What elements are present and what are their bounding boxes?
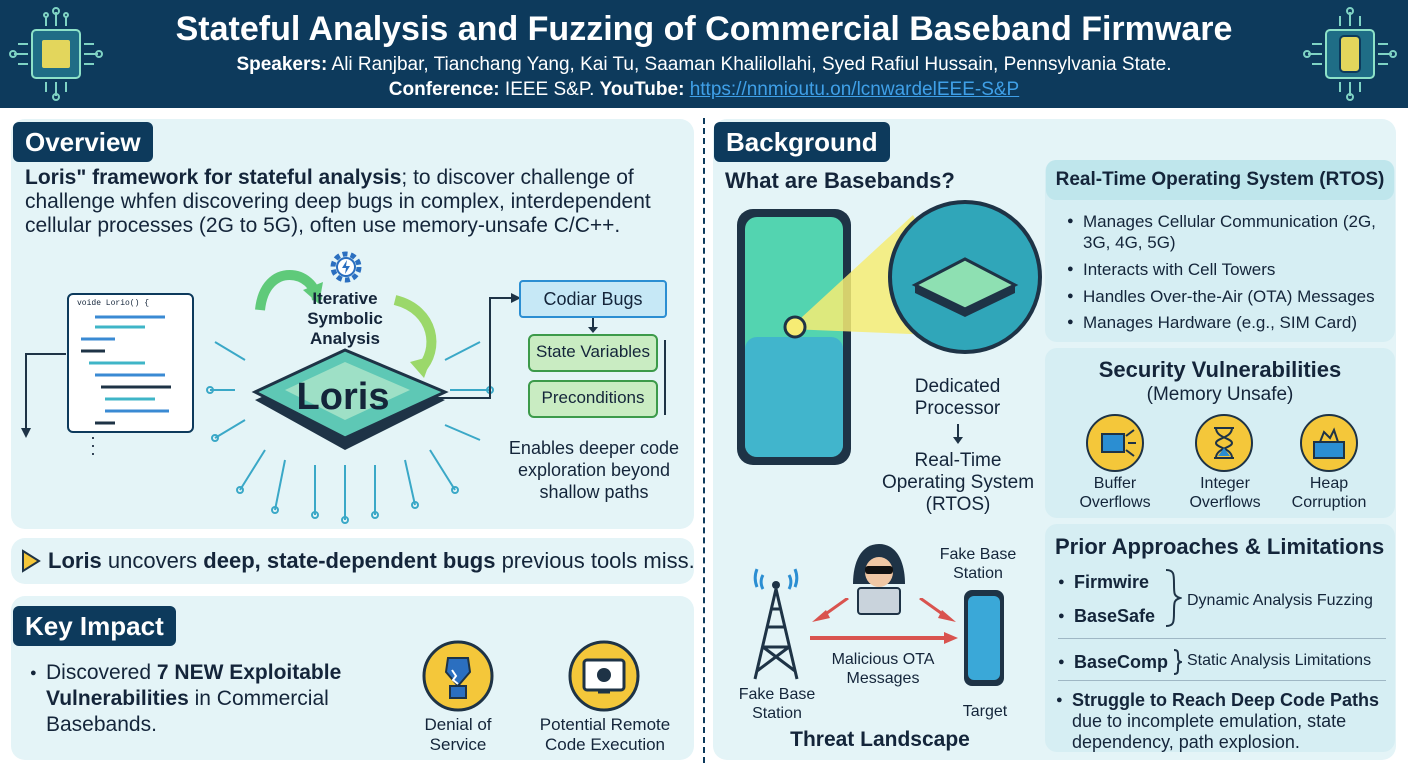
overview-intro-rest: ; to discover challenge of challenge whf… — [25, 166, 651, 237]
preconditions-box: Preconditions — [528, 380, 658, 418]
bugs-box: Codiar Bugs — [519, 280, 667, 318]
play-icon — [22, 549, 41, 573]
basecomp-item: BaseComp — [1058, 650, 1168, 674]
down-arrow — [953, 424, 963, 444]
deeper-exploration-note: Enables deeper code exploration beyond s… — [508, 438, 680, 502]
buffer-label: Buffer Overflows — [1079, 475, 1151, 511]
heap-label: Heap Corruption — [1291, 475, 1367, 511]
symbolic-label: Symbolic — [307, 309, 383, 328]
firmwire-item: Firmwire — [1058, 570, 1149, 594]
rtos-card-title: Real-Time Operating System (RTOS) — [1046, 160, 1394, 200]
shield-icon — [422, 640, 494, 712]
speakers-label: Speakers: — [236, 54, 328, 75]
ellipsis-icon: ··· — [90, 427, 96, 463]
threat-landscape-label: Threat Landscape — [790, 728, 970, 751]
buffer-overflow-icon — [1086, 414, 1144, 472]
key-finding-t2: previous tools miss. — [495, 548, 695, 573]
static-analysis-label: Static Analysis Limitations — [1187, 652, 1372, 669]
conference-name: IEEE S&P. — [504, 79, 595, 100]
security-subtitle: (Memory Unsafe) — [1146, 384, 1294, 405]
struggle-rest: due to incomplete emulation, state depen… — [1072, 711, 1347, 752]
chip-to-bugs-arrow — [435, 293, 521, 399]
impact-text2: in Commercial Basebands. — [46, 687, 329, 736]
heap-corruption-icon — [1300, 414, 1358, 472]
fake-bs-right-label: Fake Base Station — [939, 546, 1017, 582]
dynamic-analysis-label: Dynamic Analysis Fuzzing — [1187, 592, 1373, 609]
overview-title: Overview — [13, 122, 153, 162]
impact-text1: Discovered — [46, 661, 157, 684]
gear-icon — [330, 251, 362, 283]
background-title: Background — [714, 122, 890, 162]
malicious-ota-label: Malicious OTA Messages — [831, 651, 935, 687]
target-label: Target — [962, 703, 1008, 720]
speakers-names: Ali Ranjbar, Tianchang Yang, Kai Tu, Saa… — [331, 54, 1172, 75]
impact-bullet: Discovered 7 NEW Exploitable Vulnerabili… — [30, 660, 391, 738]
header-banner: Stateful Analysis and Fuzzing of Commerc… — [0, 0, 1408, 108]
code-return-arrow — [21, 353, 66, 438]
brace-icon — [1173, 649, 1182, 675]
iterative-symbolic-label: Iterative Symbolic Analysis — [290, 289, 400, 349]
key-finding-banner — [11, 538, 694, 584]
hourglass-icon — [1195, 414, 1253, 472]
code-snippet-card: voide Lorio() { — [67, 293, 194, 433]
impact-bold: 7 NEW Exploitable Vulnerabilities — [46, 661, 342, 710]
attack-arrows — [810, 598, 958, 644]
conference-label: Conference: — [388, 79, 500, 100]
brace-icon — [1165, 569, 1182, 627]
rtos-item: Interacts with Cell Towers — [1067, 259, 1388, 280]
down-arrow — [588, 318, 598, 333]
rtos-item: Handles Over-the-Air (OTA) Messages — [1067, 286, 1393, 307]
key-finding-b1: Loris — [48, 548, 102, 573]
rtos-item: Manages Cellular Communication (2G, 3G, … — [1067, 211, 1388, 253]
prior-title: Prior Approaches & Limitations — [1055, 534, 1385, 559]
circuit-chip-icon — [9, 7, 103, 101]
key-finding-text: Loris uncovers deep, state-dependent bug… — [48, 548, 695, 574]
column-divider — [703, 118, 705, 763]
code-snippet-head: voide Lorio() { — [77, 299, 150, 308]
analysis-label: Analysis — [310, 329, 380, 348]
page-title: Stateful Analysis and Fuzzing of Commerc… — [175, 10, 1233, 48]
iterative-label: Iterative — [312, 289, 378, 308]
key-finding-t1: uncovers — [101, 548, 204, 573]
cell-tower-icon — [753, 568, 799, 680]
integer-label: Integer Overflows — [1189, 475, 1261, 511]
struggle-bold: Struggle to Reach Deep Code Paths — [1072, 690, 1380, 710]
dos-label: Denial of Service — [424, 715, 492, 754]
rce-label: Potential Remote Code Execution — [539, 715, 671, 754]
circuit-phone-icon — [1303, 7, 1397, 101]
youtube-label: YouTube: — [599, 79, 685, 100]
key-finding-b2: deep, state-dependent bugs — [203, 548, 496, 573]
security-title: Security Vulnerabilities — [1098, 357, 1342, 382]
impact-title: Key Impact — [13, 606, 176, 646]
loris-chip-graphic — [206, 270, 494, 524]
prior-divider — [1058, 680, 1386, 681]
loris-chip-label: Loris — [296, 376, 390, 418]
target-phone-icon — [964, 590, 1004, 686]
state-variables-box: State Variables — [528, 334, 658, 372]
conference-line: Conference: IEEE S&P. YouTube: https://n… — [120, 79, 1288, 101]
fake-bs-left-label: Fake Base Station — [738, 686, 816, 722]
connector-line — [664, 340, 666, 415]
rtos-label: Real-Time Operating System (RTOS) — [881, 450, 1035, 515]
overview-intro-bold: Loris" framework for stateful analysis — [25, 166, 402, 189]
rtos-item: Manages Hardware (e.g., SIM Card) — [1067, 312, 1388, 333]
speakers-line: Speakers: Ali Ranjbar, Tianchang Yang, K… — [120, 54, 1288, 76]
phone-zoom-graphic — [737, 200, 1042, 465]
overview-intro: Loris" framework for stateful analysis; … — [25, 166, 685, 238]
code-lines-graphic — [81, 315, 171, 425]
dedicated-processor-label: Dedicated Processor — [914, 376, 1001, 419]
youtube-link[interactable]: https://nnmioutu.on/lcnwardelEEE-S&P — [689, 79, 1020, 100]
basesafe-item: BaseSafe — [1058, 604, 1155, 628]
hacker-icon — [853, 544, 905, 615]
prior-divider — [1058, 638, 1386, 639]
basebands-question: What are Basebands? — [725, 168, 955, 193]
remote-code-icon — [568, 640, 640, 712]
